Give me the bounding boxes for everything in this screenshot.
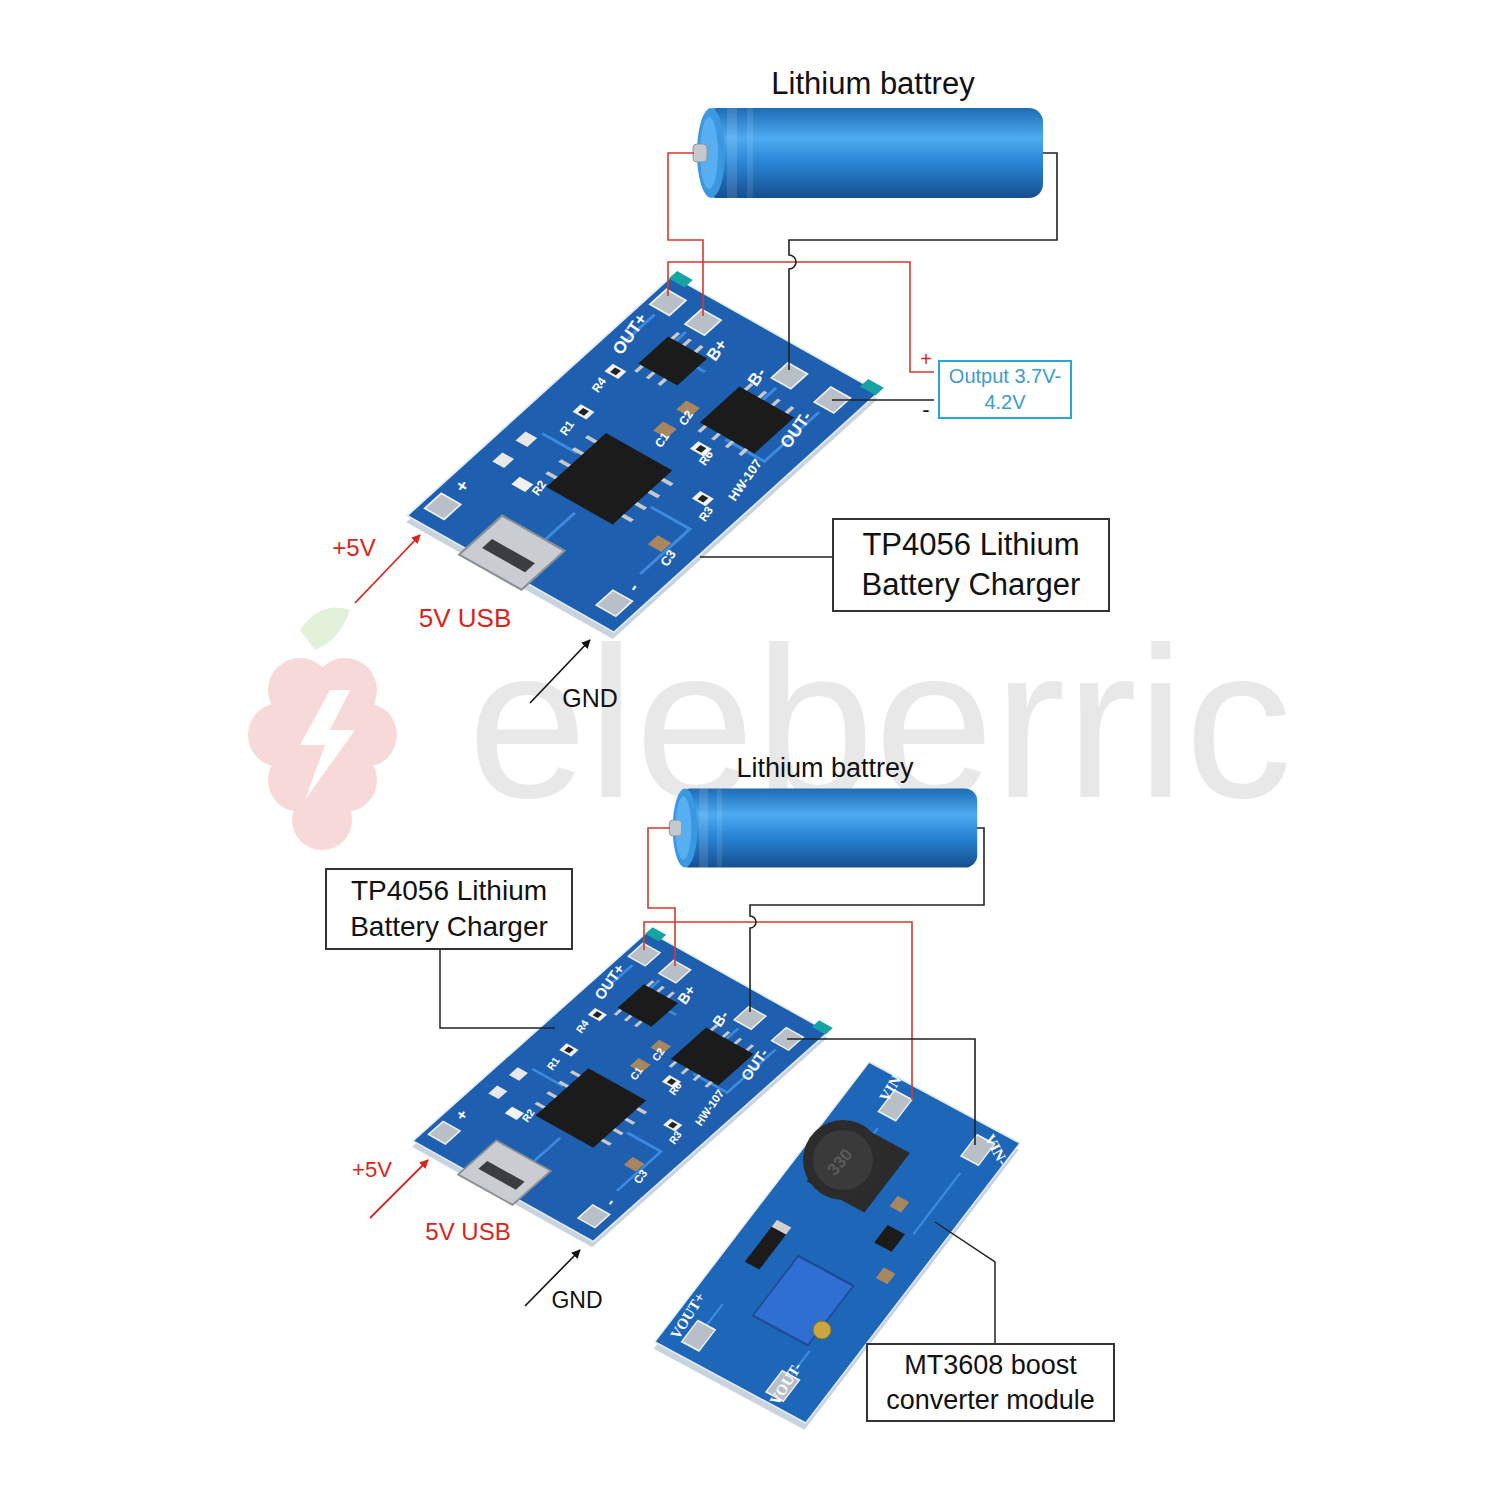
callout-text: TP4056 Lithium Battery Charger [838,525,1104,604]
signal-name: 5V USB [419,605,512,631]
boost-board [876,1267,896,1284]
wire [832,399,934,401]
boost-board [874,1225,905,1252]
inductor [803,1120,883,1200]
wire [644,922,912,1100]
boost-board [772,1220,792,1235]
battery-cell [693,108,1043,198]
callout-text: TP4056 Lithium Battery Charger [331,873,567,945]
signal-name: +5V [352,1159,392,1181]
callout-box: Output 3.7V-4.2V [938,360,1072,419]
wire [789,153,1057,370]
inductor [803,1120,883,1200]
inductor [813,1130,873,1190]
wire [648,828,675,966]
signal-name: GND [562,686,618,711]
callout-text: Output 3.7V-4.2V [944,364,1066,415]
callout-box: TP4056 Lithium Battery Charger [325,868,573,950]
boost-board [745,1220,792,1270]
callout-box: MT3608 boost converter module [866,1343,1115,1422]
part-title: Lithium battrey [771,68,974,99]
boost-board [753,1256,854,1345]
signal-name: GND [551,1289,602,1312]
wire [644,828,984,1145]
battery-cell [669,788,977,867]
polarity-sign: + [920,349,932,369]
watermark-logo [300,690,355,800]
part-title: Lithium battrey [736,755,913,782]
polarity-sign: - [922,399,929,421]
signal-name: 5V USB [425,1220,510,1244]
watermark-logo [300,608,350,651]
wire [787,1039,975,1145]
wire [750,828,984,1012]
boost-board [890,1196,910,1213]
callout-text: MT3608 boost converter module [872,1348,1109,1417]
trim-screw [813,1321,831,1339]
wire [668,153,703,316]
watermark-logo [292,790,352,850]
watermark-logo [248,608,397,851]
leader-line [700,556,832,558]
leader-line [440,950,555,1028]
charger-board [401,271,888,640]
callout-box: TP4056 Lithium Battery Charger [832,518,1110,612]
leader-line [935,1222,995,1343]
signal-name: +5V [332,536,375,560]
wire [668,262,934,372]
